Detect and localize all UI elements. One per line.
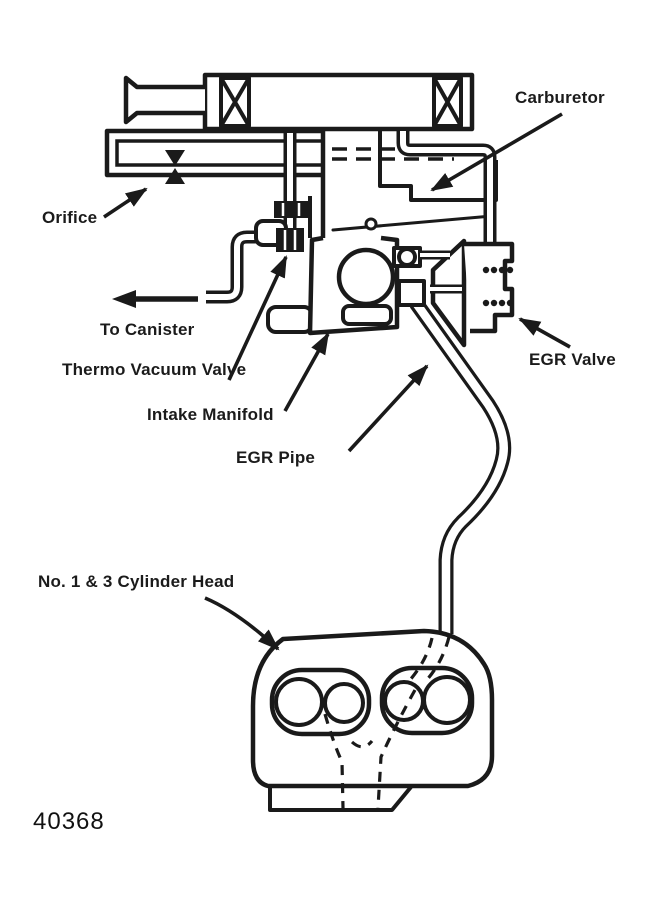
to-canister-arrow <box>112 290 198 308</box>
egr-valve-drawing <box>420 238 515 348</box>
cylinder-head-drawing <box>250 628 495 812</box>
cylinder-head-label: No. 1 & 3 Cylinder Head <box>38 572 235 591</box>
intake-manifold-leader <box>283 332 330 412</box>
hatch-box-left <box>219 76 251 128</box>
cylinder-port <box>323 682 365 724</box>
intake-manifold-drawing <box>266 235 422 336</box>
throttle-pivot <box>364 217 378 231</box>
egr-valve-leader <box>518 317 571 349</box>
egr-port <box>397 247 417 267</box>
thermo-vacuum-valve-drawing <box>254 201 308 252</box>
to-canister-label: To Canister <box>100 320 195 339</box>
thermo-vacuum-valve-leader <box>227 255 288 381</box>
egr-valve-label: EGR Valve <box>529 350 616 369</box>
hatch-box-right <box>432 77 463 127</box>
air-horn-nozzle <box>123 75 205 125</box>
egr-pipe-label: EGR Pipe <box>236 448 316 467</box>
manifold-boss <box>266 305 314 334</box>
thermo-vacuum-valve-label: Thermo Vacuum Valve <box>62 360 247 379</box>
orifice-leader <box>103 187 148 219</box>
egr-pipe-fitting <box>397 279 426 307</box>
cylinder-port <box>274 677 324 727</box>
intake-manifold-label: Intake Manifold <box>147 405 274 424</box>
manifold-runner <box>341 304 393 326</box>
hidden-egr-passage-dashed <box>323 636 451 809</box>
orifice-symbol <box>165 150 185 166</box>
head-foot <box>268 785 413 812</box>
orifice-symbol <box>165 168 185 184</box>
cylinder-port <box>383 680 425 722</box>
carburetor-label: Carburetor <box>515 88 605 107</box>
orifice-label: Orifice <box>42 208 98 227</box>
manifold-bore <box>336 247 396 307</box>
egr-pipe-leader <box>347 364 429 453</box>
egr-valve-body <box>464 241 515 334</box>
cylinder-head-leader <box>204 596 280 651</box>
egr-pipe-drawing <box>397 279 512 634</box>
vacuum-lines <box>206 131 497 304</box>
throttle-linkage <box>331 214 494 232</box>
figure-number: 40368 <box>33 808 105 835</box>
carburetor-leader <box>430 112 563 192</box>
egr-valve-bolts <box>482 266 514 307</box>
cylinder-port <box>422 675 472 725</box>
carburetor-body-drawing <box>123 72 475 132</box>
leader-arrows <box>103 112 571 651</box>
vacuum-passage-drawing <box>104 128 325 184</box>
